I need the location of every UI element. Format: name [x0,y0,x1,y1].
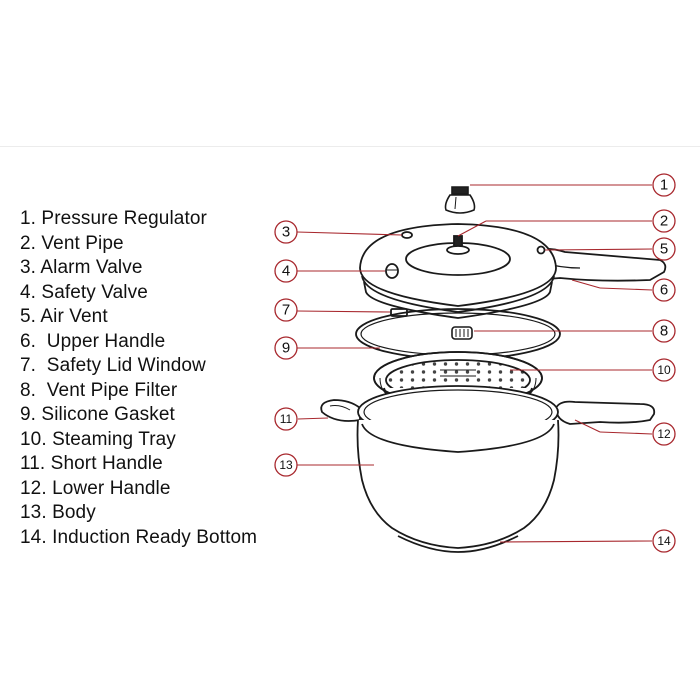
legend-item-short-handle: 11. Short Handle [20,453,163,474]
callout-markers: 1 2 3 5 4 6 7 8 9 10 11 12 13 14 [274,173,676,553]
svg-text:12: 12 [657,427,671,441]
leader-lines [296,184,653,543]
svg-text:7: 7 [282,302,290,319]
svg-text:13: 13 [279,458,293,472]
legend-item-vent-pipe-filter: 8. Vent Pipe Filter [20,379,178,401]
legend-item-safety-lid-window: 7. Safety Lid Window [20,355,206,376]
callout-14: 14 [652,529,676,553]
callout-8: 8 [652,319,676,343]
vent-filter-drawing [451,326,473,340]
legend-item-alarm-valve: 3. Alarm Valve [20,257,143,278]
callout-9: 9 [274,336,298,360]
svg-text:6: 6 [660,282,668,299]
svg-text:9: 9 [282,340,290,357]
callout-12: 12 [652,422,676,446]
callout-2: 2 [652,209,676,233]
svg-text:14: 14 [657,534,671,548]
legend-item-induction-bottom: 14. Induction Ready Bottom [20,526,258,548]
legend-item-air-vent: 5. Air Vent [20,306,108,327]
legend-item-steaming-tray: 10. Steaming Tray [20,428,176,450]
lid-drawing [359,223,667,319]
svg-text:8: 8 [660,323,668,340]
top-divider [0,146,700,147]
svg-text:11: 11 [280,412,293,426]
callout-11: 11 [274,407,298,431]
legend-item-body: 13. Body [20,502,96,523]
legend-item-vent-pipe: 2. Vent Pipe [20,232,124,254]
svg-text:3: 3 [282,224,290,241]
legend-item-safety-valve: 4. Safety Valve [20,281,148,303]
svg-text:5: 5 [660,241,668,258]
legend-item-pressure-regulator: 1. Pressure Regulator [20,208,207,229]
parts-legend: 1. Pressure Regulator 2. Vent Pipe 3. Al… [20,207,257,550]
pressure-regulator-drawing [444,186,476,214]
callout-7: 7 [274,298,298,322]
legend-item-silicone-gasket: 9. Silicone Gasket [20,404,175,425]
callout-5: 5 [652,237,676,261]
legend-item-upper-handle: 6. Upper Handle [20,330,166,352]
callout-13: 13 [274,453,298,477]
svg-text:1: 1 [660,177,668,194]
callout-4: 4 [274,259,298,283]
callout-6: 6 [652,278,676,302]
callout-3: 3 [274,220,298,244]
callout-1: 1 [652,173,676,197]
callout-10: 10 [652,358,676,382]
legend-item-lower-handle: 12. Lower Handle [20,477,171,499]
svg-text:10: 10 [657,363,671,377]
svg-text:4: 4 [282,263,290,280]
svg-text:2: 2 [660,213,668,230]
cooker-body-drawing [320,385,656,553]
